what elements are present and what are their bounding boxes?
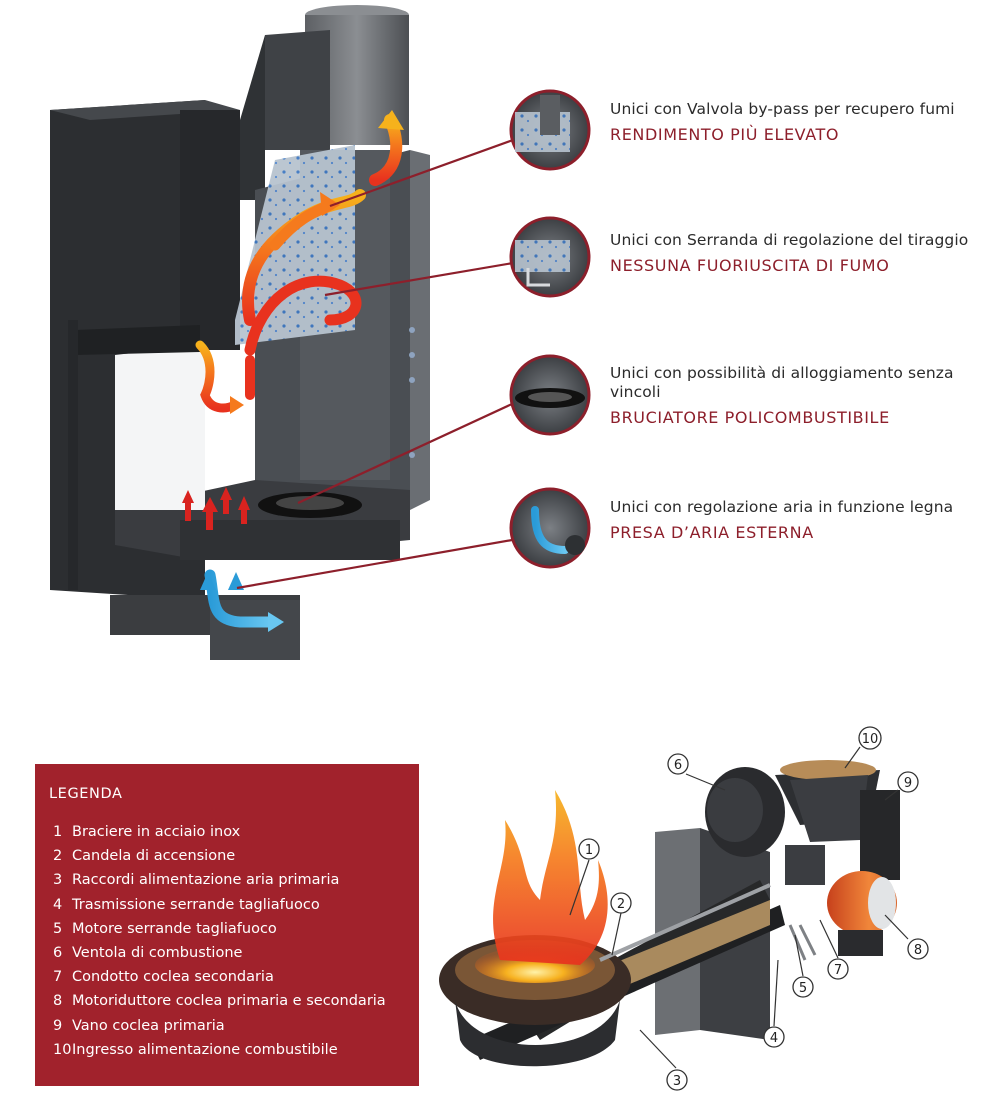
legend-item: 3 Raccordi alimentazione aria primaria (53, 868, 419, 892)
legend-item-number: 4 (53, 896, 63, 913)
legend-item-number: 6 (53, 945, 63, 962)
feature-bypass: Unici con Valvola by-pass per recupero f… (610, 100, 990, 145)
feature-burner: Unici con possibilità di alloggiamento s… (610, 364, 990, 428)
callout-10: 10 (858, 726, 882, 750)
callout-2-label: 2 (617, 897, 625, 912)
legend-item-label: Raccordi alimentazione aria primaria (72, 872, 340, 889)
legend-item: 6 Ventola di combustione (53, 941, 419, 965)
legend-item-label: Ingresso alimentazione combustibile (72, 1041, 338, 1058)
burner-illustration (439, 760, 900, 1067)
feature-title: PRESA D’ARIA ESTERNA (610, 523, 814, 542)
callout-6: 6 (667, 753, 689, 775)
burner-callouts: 1 2 3 4 5 6 7 8 9 10 (569, 726, 929, 1091)
legend-box: LEGENDA 1 Braciere in acciaio inox 2 Cande… (35, 764, 419, 1086)
callout-3-label: 3 (673, 1074, 681, 1089)
legend-item-number: 9 (53, 1017, 63, 1034)
feature-title: RENDIMENTO PIÙ ELEVATO (610, 125, 840, 144)
callout-8-label: 8 (914, 943, 922, 958)
legend-item-number: 7 (53, 969, 63, 986)
legend-item: 5 Motore serrande tagliafuoco (53, 917, 419, 941)
callout-7-label: 7 (834, 963, 842, 978)
legend-item-number: 8 (53, 993, 63, 1010)
feature-description: Unici con Valvola by-pass per recupero f… (610, 100, 955, 118)
feature-air-intake: Unici con regolazione aria in funzione l… (610, 498, 990, 543)
legend-item-label: Candela di accensione (72, 848, 236, 865)
detail-circle-burner (509, 354, 591, 436)
legend-list: 1 Braciere in acciaio inox 2 Candela di ac… (49, 820, 419, 1062)
callout-2: 2 (610, 892, 632, 914)
feature-description: Unici con regolazione aria in funzione l… (610, 498, 954, 516)
legend-item-label: Motore serrande tagliafuoco (72, 920, 277, 937)
legend-item: 2 Candela di accensione (53, 844, 419, 868)
callout-1-label: 1 (585, 843, 593, 858)
callout-5-label: 5 (799, 981, 807, 996)
legend-item-label: Trasmissione serrande tagliafuoco (72, 896, 320, 913)
legend-item: 9 Vano coclea primaria (53, 1014, 419, 1038)
legend-item-label: Ventola di combustione (72, 945, 243, 962)
feature-title: BRUCIATORE POLICOMBUSTIBILE (610, 408, 890, 427)
feature-description: Unici con Serranda di regolazione del ti… (610, 231, 969, 249)
callout-4: 4 (763, 1026, 785, 1048)
callout-4-label: 4 (770, 1031, 778, 1046)
legend-item-number: 3 (53, 872, 63, 889)
legend-item: 7 Condotto coclea secondaria (53, 965, 419, 989)
legend-item-label: Motoriduttore coclea primaria e secondar… (72, 993, 386, 1010)
callout-5: 5 (792, 976, 814, 998)
legend-item-label: Condotto coclea secondaria (72, 969, 274, 986)
legend-item-label: Braciere in acciaio inox (72, 824, 241, 840)
fireplace-body (50, 5, 430, 660)
leader-lines (236, 138, 514, 590)
callout-3: 3 (666, 1069, 688, 1091)
legend-item-label: Vano coclea primaria (72, 1017, 225, 1034)
legend-item: 4 Trasmissione serrande tagliafuoco (53, 893, 419, 917)
callout-7: 7 (827, 958, 849, 980)
legend-item-number: 10 (53, 1041, 72, 1058)
callout-6-label: 6 (674, 758, 682, 773)
callout-9-label: 9 (904, 776, 912, 791)
callout-9: 9 (897, 771, 919, 793)
callout-8: 8 (907, 938, 929, 960)
callout-10-label: 10 (862, 732, 879, 747)
legend-item: 1 Braciere in acciaio inox (53, 820, 419, 844)
detail-circle-damper (509, 216, 591, 298)
legend-item-number: 2 (53, 848, 63, 865)
feature-damper: Unici con Serranda di regolazione del ti… (610, 231, 990, 276)
airflow-arrows (182, 110, 404, 632)
detail-circle-air-intake (509, 487, 591, 569)
legend-item-number: 5 (53, 920, 63, 937)
legend-item-number: 1 (53, 824, 63, 840)
legend-item: 10Ingresso alimentazione combustibile (53, 1038, 419, 1062)
feature-description: Unici con possibilità di alloggiamento s… (610, 364, 954, 401)
detail-circle-bypass (509, 89, 591, 171)
callout-1: 1 (578, 838, 600, 860)
legend-title: LEGENDA (49, 786, 123, 802)
feature-title: NESSUNA FUORIUSCITA DI FUMO (610, 256, 890, 275)
legend-item: 8 Motoriduttore coclea primaria e seconda… (53, 989, 419, 1013)
